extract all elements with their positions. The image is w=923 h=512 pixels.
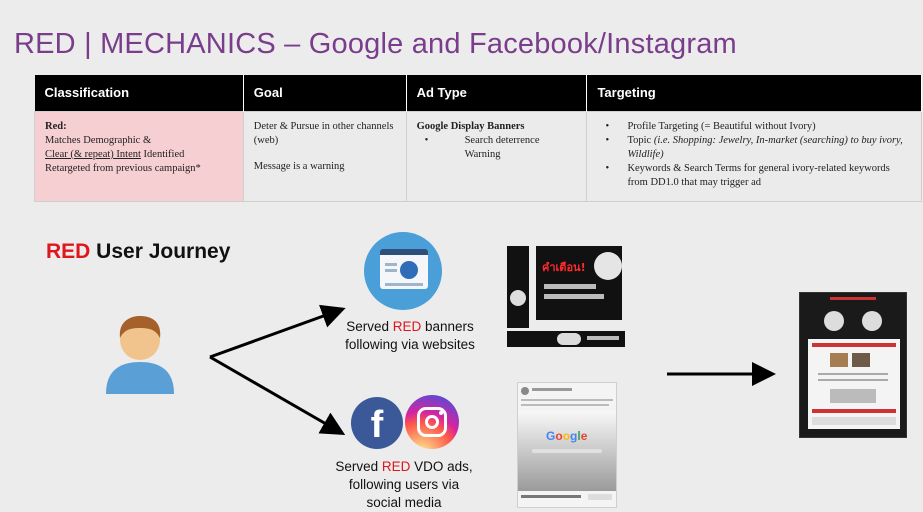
browser-window-icon [380,249,428,289]
journey-heading-red: RED [46,240,91,263]
header-classification: Classification [34,75,244,111]
caption-text: Served [346,319,393,334]
post-text-line [521,404,609,406]
cell-goal: Deter & Pursue in other channels (web) M… [242,110,407,202]
classification-line2: Clear (& repeat) Intent Identified [45,148,233,162]
landing-photo [830,389,876,403]
post-cta-button [588,494,612,500]
classification-line3: Retargeted from previous campaign* [45,163,201,175]
social-caption: Served RED VDO ads, following users via … [330,458,478,512]
caption-red: RED [381,459,411,474]
ad-type-bullet: Search deterrence Warning [417,134,577,162]
caption-text: banners [421,319,474,334]
targeting-bullet-profile: Profile Targeting (= Beautiful without I… [597,120,911,134]
profile-circle-icon [400,261,418,279]
banner-circle [510,290,526,306]
text-line [385,263,397,266]
classification-label: Red: [45,120,67,132]
table-row: Red: Matches Demographic & Clear (& repe… [34,110,922,202]
journey-heading: RED User Journey [46,240,230,264]
landing-circle [824,311,844,331]
banner-skyscraper [507,246,529,328]
arrow-to-social [209,355,346,435]
social-caption-line1: Served RED VDO ads, [330,458,478,476]
landing-text-line [818,373,888,375]
classification-line1: Matches Demographic & [45,134,152,146]
instagram-icon [405,395,459,449]
topic-detail: (i.e. Shopping: Jewelry, In-market (sear… [627,134,903,160]
landing-photo [852,353,870,367]
targeting-bullet-topic: Topic (i.e. Shopping: Jewelry, In-market… [597,134,911,162]
header-targeting: Targeting [586,75,922,111]
post-text-line [521,495,581,498]
mechanics-table: Classification Goal Ad Type Targeting Re… [34,75,922,202]
header-goal: Goal [243,75,407,111]
social-caption-line3: social media [366,495,442,511]
text-line [385,283,423,286]
ad-type-list: Search deterrence Warning [417,134,577,162]
landing-content [808,339,900,429]
landing-header [830,297,876,300]
cell-targeting: Profile Targeting (= Beautiful without I… [586,110,922,202]
header-ad-type: Ad Type [406,75,588,111]
caption-text: VDO ads, [410,459,473,474]
web-caption-line1: Served RED banners [330,318,490,336]
topic-prefix: Topic [627,134,654,146]
search-box [532,449,602,453]
goal-line1: Deter & Pursue in other channels (web) [253,120,394,146]
web-caption: Served RED banners following via website… [330,318,490,354]
user-avatar-icon [106,316,174,394]
banner-warning-text: คำเตือน! [542,261,586,274]
banner-circle [594,252,622,280]
banner-text-line [544,294,604,299]
targeting-bullet-keywords: Keywords & Search Terms for general ivor… [597,162,911,190]
landing-text-line [818,379,888,381]
banner-circle [557,333,581,345]
landing-photo [830,353,848,367]
social-caption-line2: following users via [348,477,460,493]
journey-heading-rest: User Journey [90,240,231,263]
cell-ad-type: Google Display Banners Search deterrence… [405,110,588,202]
facebook-icon: f [351,397,403,449]
cell-classification: Red: Matches Demographic & Clear (& repe… [34,110,244,202]
arrow-to-web [209,304,346,359]
banner-square: คำเตือน! [536,246,622,320]
goal-line2: Message is a warning [253,160,345,172]
instagram-lens [425,415,439,429]
ad-type-title: Google Display Banners [416,120,525,132]
banner-text-line [587,336,619,340]
landing-bar [812,409,896,413]
landing-footer [812,417,896,425]
mobile-ad-screenshot: Google [517,382,617,508]
instagram-frame [417,407,447,437]
banner-text-line [544,284,596,289]
landing-page-screenshot [799,292,907,438]
caption-text: Served [335,459,382,474]
slide-title: RED | MECHANICS – Google and Facebook/In… [14,28,737,60]
banner-leaderboard [507,331,625,347]
web-browser-icon [364,232,442,310]
post-avatar [521,387,529,395]
web-caption-line2: following via websites [345,337,475,353]
classification-intent: Clear (& repeat) Intent [45,148,141,160]
classification-identified: Identified [140,148,185,160]
targeting-list: Profile Targeting (= Beautiful without I… [597,120,911,191]
post-text-line [521,399,613,401]
caption-red: RED [392,319,422,334]
landing-circle [862,311,882,331]
text-line [385,269,397,272]
instagram-dot [439,411,443,415]
google-logo: Google [546,429,588,443]
landing-bar [812,343,896,347]
post-text-line [532,388,572,391]
table-header-row: Classification Goal Ad Type Targeting [34,75,922,111]
